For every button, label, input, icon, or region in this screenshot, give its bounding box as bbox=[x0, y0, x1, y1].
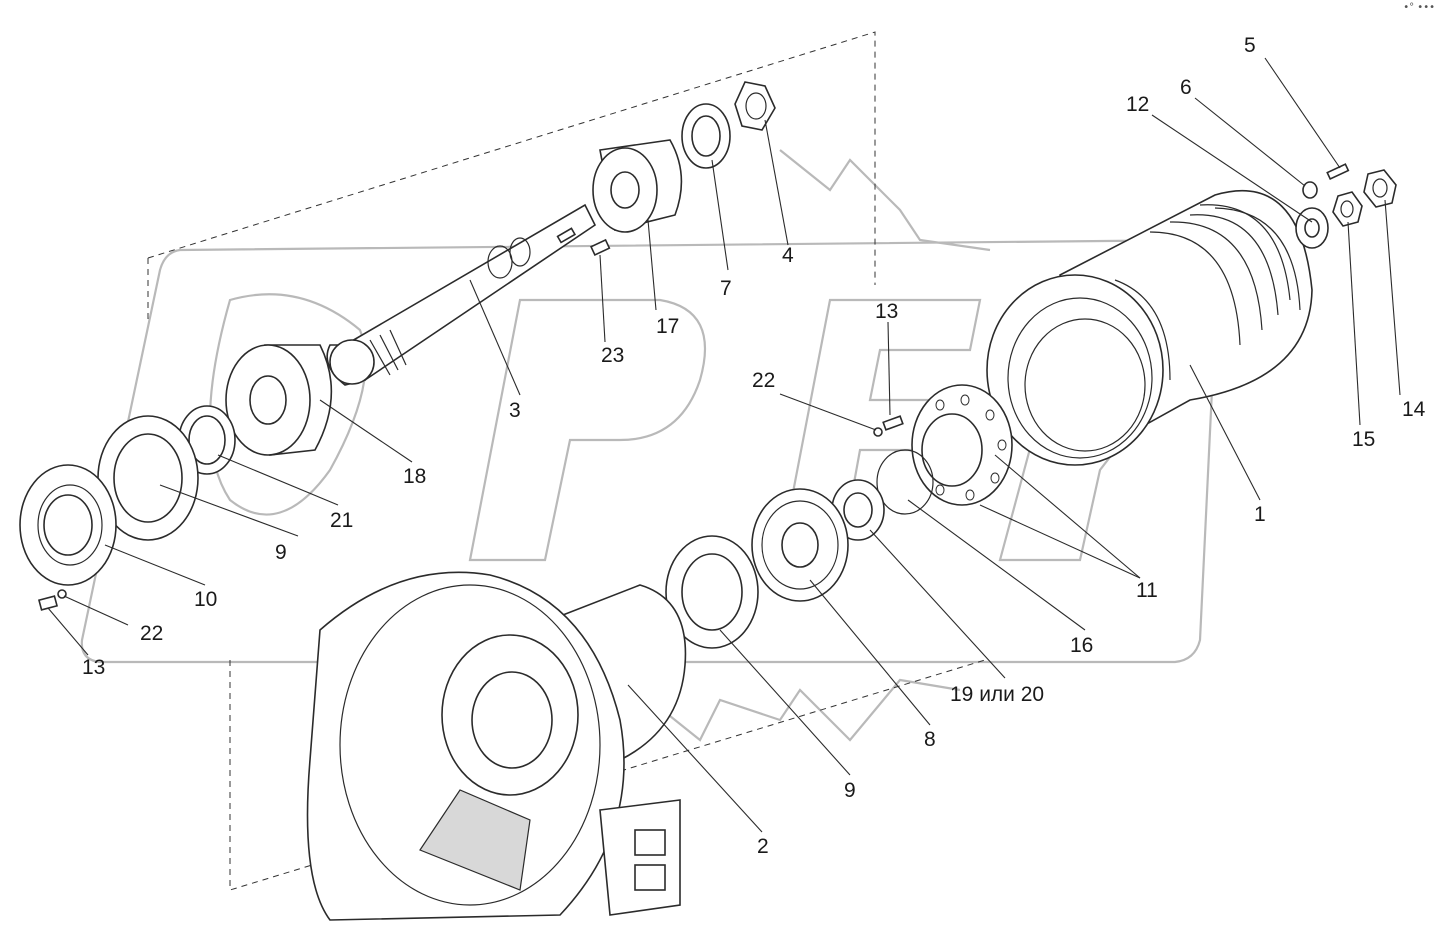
label-8: 8 bbox=[924, 728, 936, 751]
label-15: 15 bbox=[1352, 428, 1375, 451]
washer-7-part bbox=[681, 103, 731, 169]
dashed-axis-lines bbox=[147, 31, 986, 891]
label-6: 6 bbox=[1180, 76, 1192, 99]
label-7: 7 bbox=[720, 277, 732, 300]
label-16: 16 bbox=[1070, 634, 1093, 657]
label-13-top: 13 bbox=[875, 300, 898, 323]
label-22-bottom: 22 bbox=[140, 622, 163, 645]
shaft-part bbox=[326, 203, 597, 386]
gasket-left-part bbox=[97, 415, 199, 541]
washer-6-part bbox=[1302, 181, 1318, 199]
label-13-bottom: 13 bbox=[82, 656, 105, 679]
bearing-cover-part bbox=[751, 488, 849, 602]
label-22-top: 22 bbox=[752, 369, 775, 392]
label-5: 5 bbox=[1244, 34, 1256, 57]
drum-part bbox=[986, 190, 1313, 466]
retaining-ring-part bbox=[876, 449, 934, 515]
washer-12-part bbox=[1295, 207, 1329, 249]
housing-part bbox=[306, 571, 687, 921]
hub-flange-part bbox=[911, 384, 1013, 506]
corner-mark: •° ••• bbox=[1403, 2, 1435, 13]
label-17: 17 bbox=[656, 315, 679, 338]
leader-lines bbox=[47, 57, 1401, 833]
bolt-5-part bbox=[1326, 163, 1350, 181]
spacer-17-part bbox=[592, 139, 683, 233]
label-10: 10 bbox=[194, 588, 217, 611]
label-12: 12 bbox=[1126, 93, 1149, 116]
label-9-left: 9 bbox=[275, 541, 287, 564]
label-14: 14 bbox=[1402, 398, 1426, 421]
bolt-right-part bbox=[873, 415, 904, 437]
label-3: 3 bbox=[509, 399, 521, 422]
label-21: 21 bbox=[330, 509, 353, 532]
bolt-left-part bbox=[37, 589, 67, 611]
label-18: 18 bbox=[403, 465, 426, 488]
label-4: 4 bbox=[782, 244, 794, 267]
label-19-or-20: 19 или 20 bbox=[950, 683, 1044, 706]
spacer-18-part bbox=[225, 344, 333, 456]
end-cover-part bbox=[19, 464, 117, 586]
nut-15-part bbox=[1332, 191, 1363, 227]
label-2: 2 bbox=[757, 835, 769, 858]
label-11: 11 bbox=[1136, 579, 1158, 602]
nut-4-part bbox=[734, 81, 776, 131]
label-1: 1 bbox=[1254, 503, 1266, 526]
gasket-right-part bbox=[665, 535, 759, 649]
label-9-right: 9 bbox=[844, 779, 856, 802]
label-23: 23 bbox=[601, 344, 624, 367]
callout-labels: 1 2 3 4 5 6 7 8 9 9 10 11 12 13 13 14 15… bbox=[82, 34, 1426, 858]
nut-14-part bbox=[1363, 169, 1397, 208]
key-part bbox=[589, 238, 611, 256]
